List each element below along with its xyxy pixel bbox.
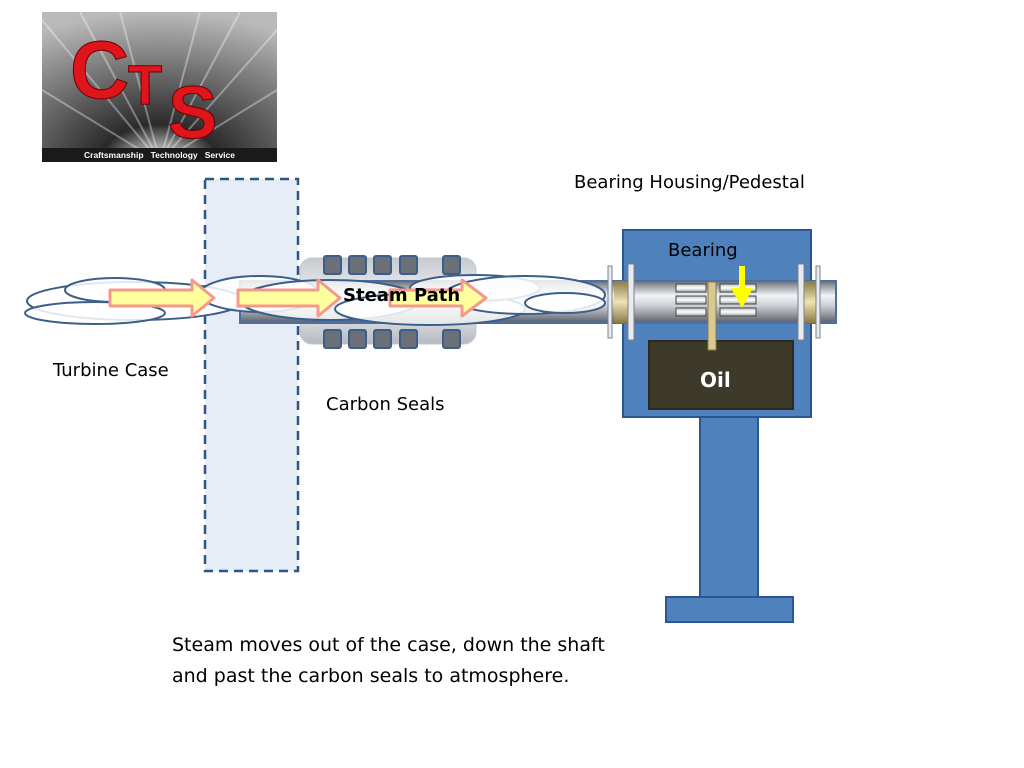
steam-path-label: Steam Path xyxy=(343,285,461,306)
oil-feed-tube xyxy=(707,281,717,351)
svg-text:C: C xyxy=(70,25,129,116)
bearing-housing-label: Bearing Housing/Pedestal xyxy=(574,172,805,193)
caption: Steam moves out of the case, down the sh… xyxy=(172,630,672,692)
logo-letters: C T S xyxy=(70,25,218,155)
cts-logo: C T S xyxy=(41,11,278,163)
pedestal xyxy=(665,415,794,623)
logo-tagline: Craftsmanship Technology Service xyxy=(84,150,235,160)
caption-line-1: Steam moves out of the case, down the sh… xyxy=(172,634,605,656)
svg-text:S: S xyxy=(168,71,217,154)
svg-text:T: T xyxy=(128,53,162,116)
steam-flow-arrows xyxy=(108,278,488,318)
bearing-label: Bearing xyxy=(668,240,738,261)
steam-arrow-3 xyxy=(388,278,488,318)
steam-arrow-2 xyxy=(236,278,342,318)
caption-line-2: and past the carbon seals to atmosphere. xyxy=(172,665,570,687)
carbon-seals-label: Carbon Seals xyxy=(326,394,445,415)
oil-reservoir xyxy=(648,340,794,410)
oil-label: Oil xyxy=(700,368,731,392)
bearing-pointer-arrow xyxy=(731,266,753,308)
steam-arrow-1 xyxy=(108,278,216,318)
turbine-case-label: Turbine Case xyxy=(53,360,169,381)
turbine-case xyxy=(203,177,300,573)
